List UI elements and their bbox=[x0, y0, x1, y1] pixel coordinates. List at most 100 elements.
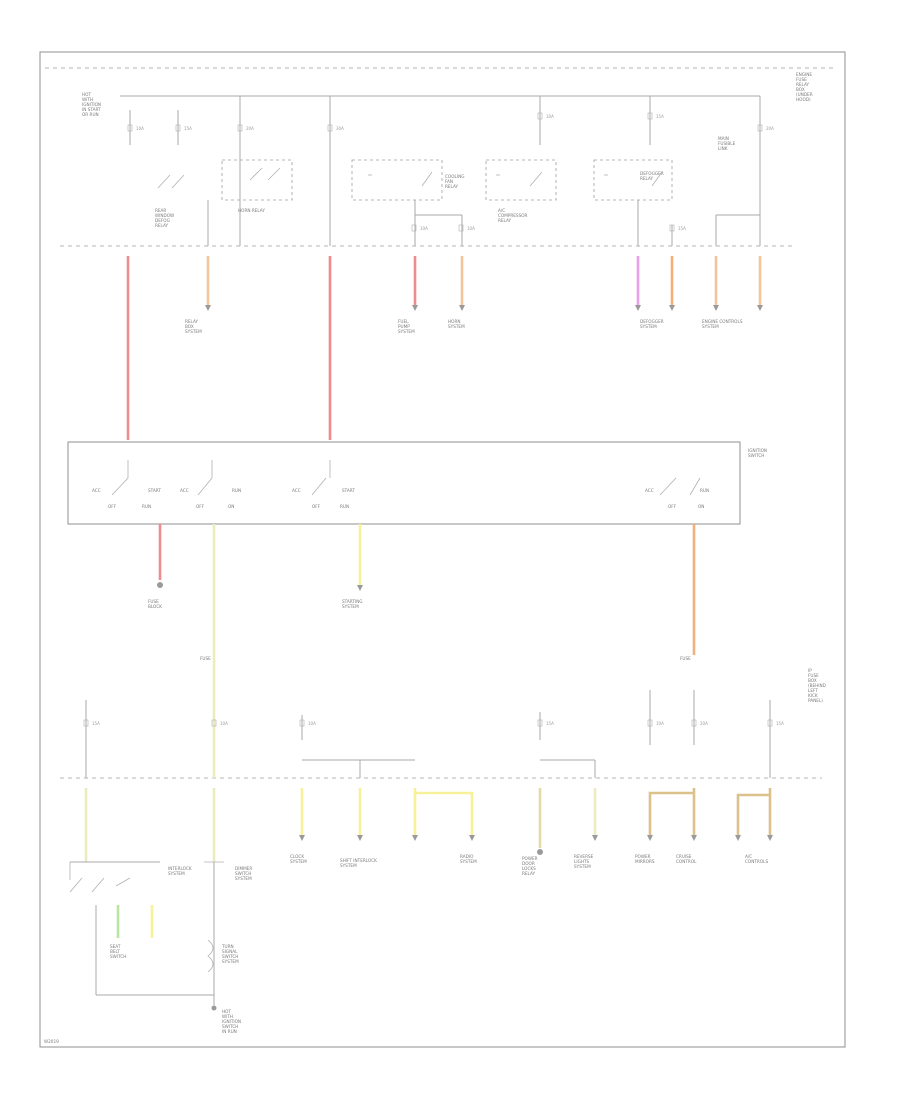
load-r-label-line: BELT bbox=[110, 949, 120, 954]
load-a-label-line: RELAY bbox=[185, 319, 199, 324]
load-i-label-line: SYSTEM bbox=[340, 863, 357, 868]
bottom-right-source-label-line: (BEHIND bbox=[808, 683, 826, 688]
load-o-label-line: CONTROLS bbox=[745, 859, 768, 864]
fuse-symbol bbox=[669, 224, 675, 232]
fuse-symbol bbox=[83, 719, 89, 727]
relay-ac-compressor-box bbox=[485, 159, 557, 201]
main-fuse-label-text-line: FUSE bbox=[200, 656, 211, 661]
fuse-symbol bbox=[237, 124, 243, 132]
svg-text:OFF: OFF bbox=[668, 504, 677, 509]
load-p-label-line: INTERLOCK bbox=[168, 866, 192, 871]
relay-rear-wiper-label-line: REAR bbox=[155, 208, 166, 213]
load-d-label-line: SYSTEM bbox=[640, 324, 657, 329]
fuse-symbol bbox=[411, 224, 417, 232]
ignition-switch-box bbox=[67, 441, 741, 525]
load-k-label-line: DOOR bbox=[522, 861, 535, 866]
load-a-label-line: BOX bbox=[185, 324, 194, 329]
top-right-source-label-line: (UNDER bbox=[796, 92, 813, 97]
relay-horn-label-line: HORN RELAY bbox=[238, 208, 265, 213]
relay-horn-label: HORN RELAY bbox=[238, 208, 265, 213]
relay-cooling-fan-label-line: COOLING bbox=[445, 174, 464, 179]
ignition-switch-label-line: IGNITION bbox=[748, 448, 767, 453]
top-right-source-label-line: ENGINE bbox=[796, 72, 812, 77]
load-s-label-line: TURN bbox=[221, 944, 234, 949]
fuse-symbol bbox=[647, 719, 653, 727]
fuse-rating-label: 10A bbox=[308, 721, 316, 726]
load-p-label-line: SYSTEM bbox=[168, 871, 185, 876]
fuse-rating-label: 15A bbox=[184, 126, 192, 131]
fuse-rating-label: 10A bbox=[546, 114, 554, 119]
fuse-rating-label: 15A bbox=[656, 114, 664, 119]
wire-tan-3 bbox=[736, 793, 770, 835]
lower-right-fuse-label-line: FUSE bbox=[680, 656, 691, 661]
fuse-symbol bbox=[767, 719, 773, 727]
bottom-right-source-label-line: PANEL) bbox=[808, 698, 823, 703]
svg-text:ACC: ACC bbox=[92, 488, 101, 493]
svg-text:RUN: RUN bbox=[142, 504, 151, 509]
relay-cooling-fan-label-line: RELAY bbox=[445, 184, 459, 189]
load-e-label-line: SYSTEM bbox=[702, 324, 719, 329]
load-n-label-line: CONTROL bbox=[676, 859, 697, 864]
svg-text:RUN: RUN bbox=[340, 504, 349, 509]
relay-rear-wiper-label-line: WINDOW bbox=[155, 213, 174, 218]
load-q-label-line: DIMMER bbox=[235, 866, 252, 871]
ignition-output-wires bbox=[158, 524, 696, 778]
upper-load-arrows bbox=[205, 305, 763, 311]
load-l-label-line: LIGHTS bbox=[574, 859, 590, 864]
load-f-label-line: BLOCK bbox=[148, 604, 162, 609]
ignition-switch-label-line: SWITCH bbox=[748, 453, 764, 458]
relay-rear-wiper-label-line: DEFOG bbox=[155, 218, 170, 223]
fuse-symbol bbox=[537, 112, 543, 120]
svg-text:RUN: RUN bbox=[700, 488, 709, 493]
fuse-source-right-label-line: FUSIBLE bbox=[718, 141, 736, 146]
fuse-rating-label: 30A bbox=[336, 126, 344, 131]
svg-text:OFF: OFF bbox=[196, 504, 205, 509]
fuse-symbol bbox=[757, 124, 763, 132]
load-q-label-line: SYSTEM bbox=[235, 876, 252, 881]
load-t-label-line: WITH bbox=[222, 1014, 233, 1019]
fuse-source-right-label-line: LINK bbox=[718, 146, 728, 151]
fuse-rating-label: 15A bbox=[678, 226, 686, 231]
fuse-symbol bbox=[127, 124, 133, 132]
load-h-label-line: SYSTEM bbox=[290, 859, 307, 864]
top-left-source-label-line: WITH bbox=[82, 97, 93, 102]
fuse-rating-label: 20A bbox=[766, 126, 774, 131]
fuse-rating-label: 10A bbox=[656, 721, 664, 726]
load-l-label-line: REVERSE bbox=[574, 854, 594, 859]
svg-text:ON: ON bbox=[698, 504, 704, 509]
top-left-source-label-line: OR RUN bbox=[82, 112, 99, 117]
fuse-rating-label: 15A bbox=[92, 721, 100, 726]
load-r-label-line: SWITCH bbox=[110, 954, 126, 959]
load-k-label-line: LOCKS bbox=[522, 866, 536, 871]
relay-defogger-box bbox=[593, 159, 673, 201]
load-n-label-line: CRUISE bbox=[676, 854, 692, 859]
load-g-label-line: SYSTEM bbox=[342, 604, 359, 609]
relay-ac-compressor-label-line: COMPRESSOR bbox=[498, 213, 528, 218]
load-q-label-line: SWITCH bbox=[235, 871, 251, 876]
ignition-output-terminals bbox=[157, 582, 363, 591]
fuse-rating-label: 15A bbox=[546, 721, 554, 726]
svg-text:ACC: ACC bbox=[292, 488, 301, 493]
svg-text:OFF: OFF bbox=[108, 504, 117, 509]
fuse-symbol bbox=[537, 719, 543, 727]
fuse-rating-label: 15A bbox=[776, 721, 784, 726]
load-l-label-line: SYSTEM bbox=[574, 864, 591, 869]
diagram-frame bbox=[39, 51, 846, 1048]
